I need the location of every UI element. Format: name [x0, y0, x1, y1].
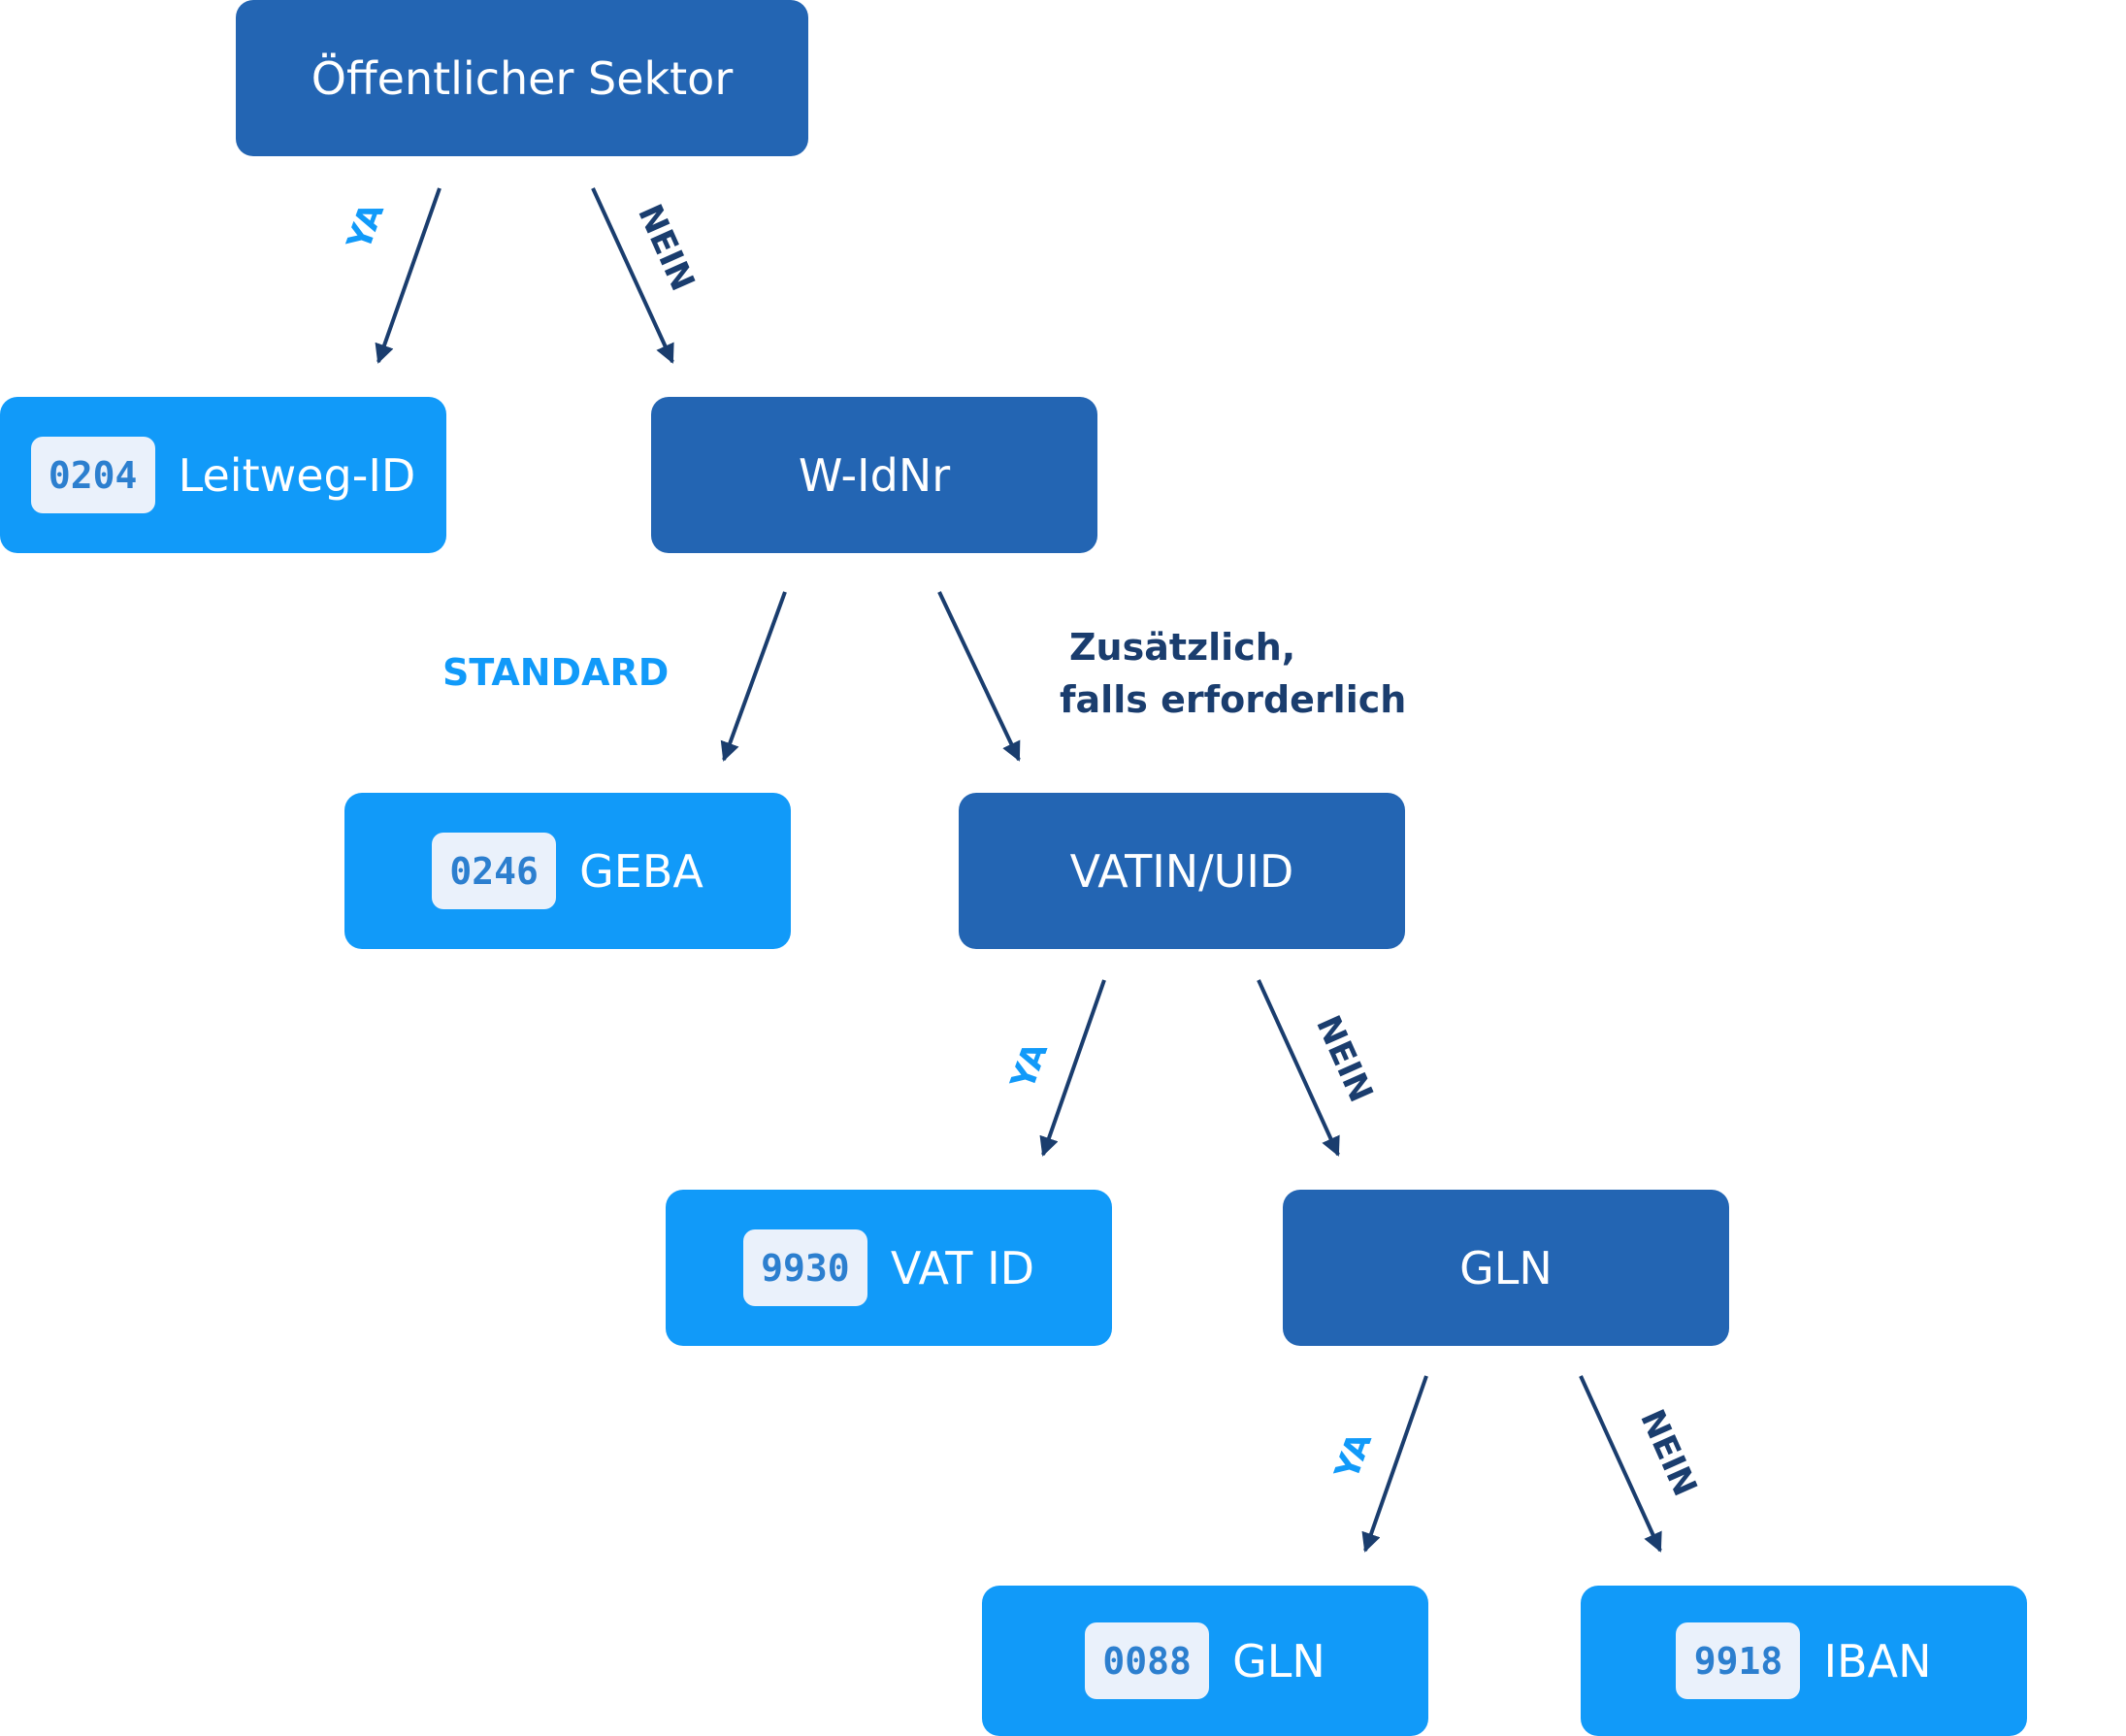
node-leitweg-label: Leitweg-ID — [178, 448, 416, 502]
node-gln: GLN — [1283, 1190, 1729, 1346]
code-badge: 0088 — [1085, 1622, 1210, 1699]
arrow-sector-yes — [375, 187, 442, 364]
arrow-vatin-no — [1257, 979, 1340, 1157]
code-badge: 0204 — [30, 437, 155, 513]
node-vatin-label: VATIN/UID — [1069, 844, 1294, 898]
edge-label-additional-line1: Zusätzlich, — [1069, 626, 1296, 669]
node-widnr-label: W-IdNr — [798, 448, 951, 502]
node-iban-label: IBAN — [1823, 1634, 1932, 1687]
code-badge: 9918 — [1676, 1622, 1801, 1699]
arrow-widnr-standard — [720, 591, 787, 762]
node-vat-id-label: VAT ID — [890, 1241, 1035, 1294]
node-widnr: W-IdNr — [651, 397, 1097, 553]
node-geba: 0246 GEBA — [344, 793, 791, 949]
node-geba-label: GEBA — [579, 844, 703, 898]
arrow-gln-no — [1579, 1375, 1662, 1553]
edge-label-standard: STANDARD — [442, 651, 670, 694]
code-badge: 0246 — [432, 833, 557, 909]
edge-label-additional: Zusätzlich, falls erforderlich — [1060, 621, 1406, 726]
node-gln-result: 0088 GLN — [982, 1586, 1428, 1736]
edge-label-additional-line2: falls erforderlich — [1060, 678, 1407, 721]
arrow-vatin-yes — [1039, 979, 1106, 1157]
node-leitweg-id: 0204 Leitweg-ID — [0, 397, 446, 553]
node-vat-id: 9930 VAT ID — [666, 1190, 1112, 1346]
node-public-sector: Öffentlicher Sektor — [236, 0, 808, 156]
arrow-sector-no — [591, 187, 674, 364]
node-vatin: VATIN/UID — [959, 793, 1405, 949]
node-gln-label: GLN — [1459, 1241, 1553, 1294]
node-public-sector-label: Öffentlicher Sektor — [311, 51, 734, 105]
node-gln-result-label: GLN — [1232, 1634, 1325, 1687]
arrow-gln-yes — [1361, 1375, 1428, 1553]
code-badge: 9930 — [742, 1229, 867, 1306]
arrow-widnr-additional — [937, 591, 1021, 762]
node-iban: 9918 IBAN — [1581, 1586, 2027, 1736]
